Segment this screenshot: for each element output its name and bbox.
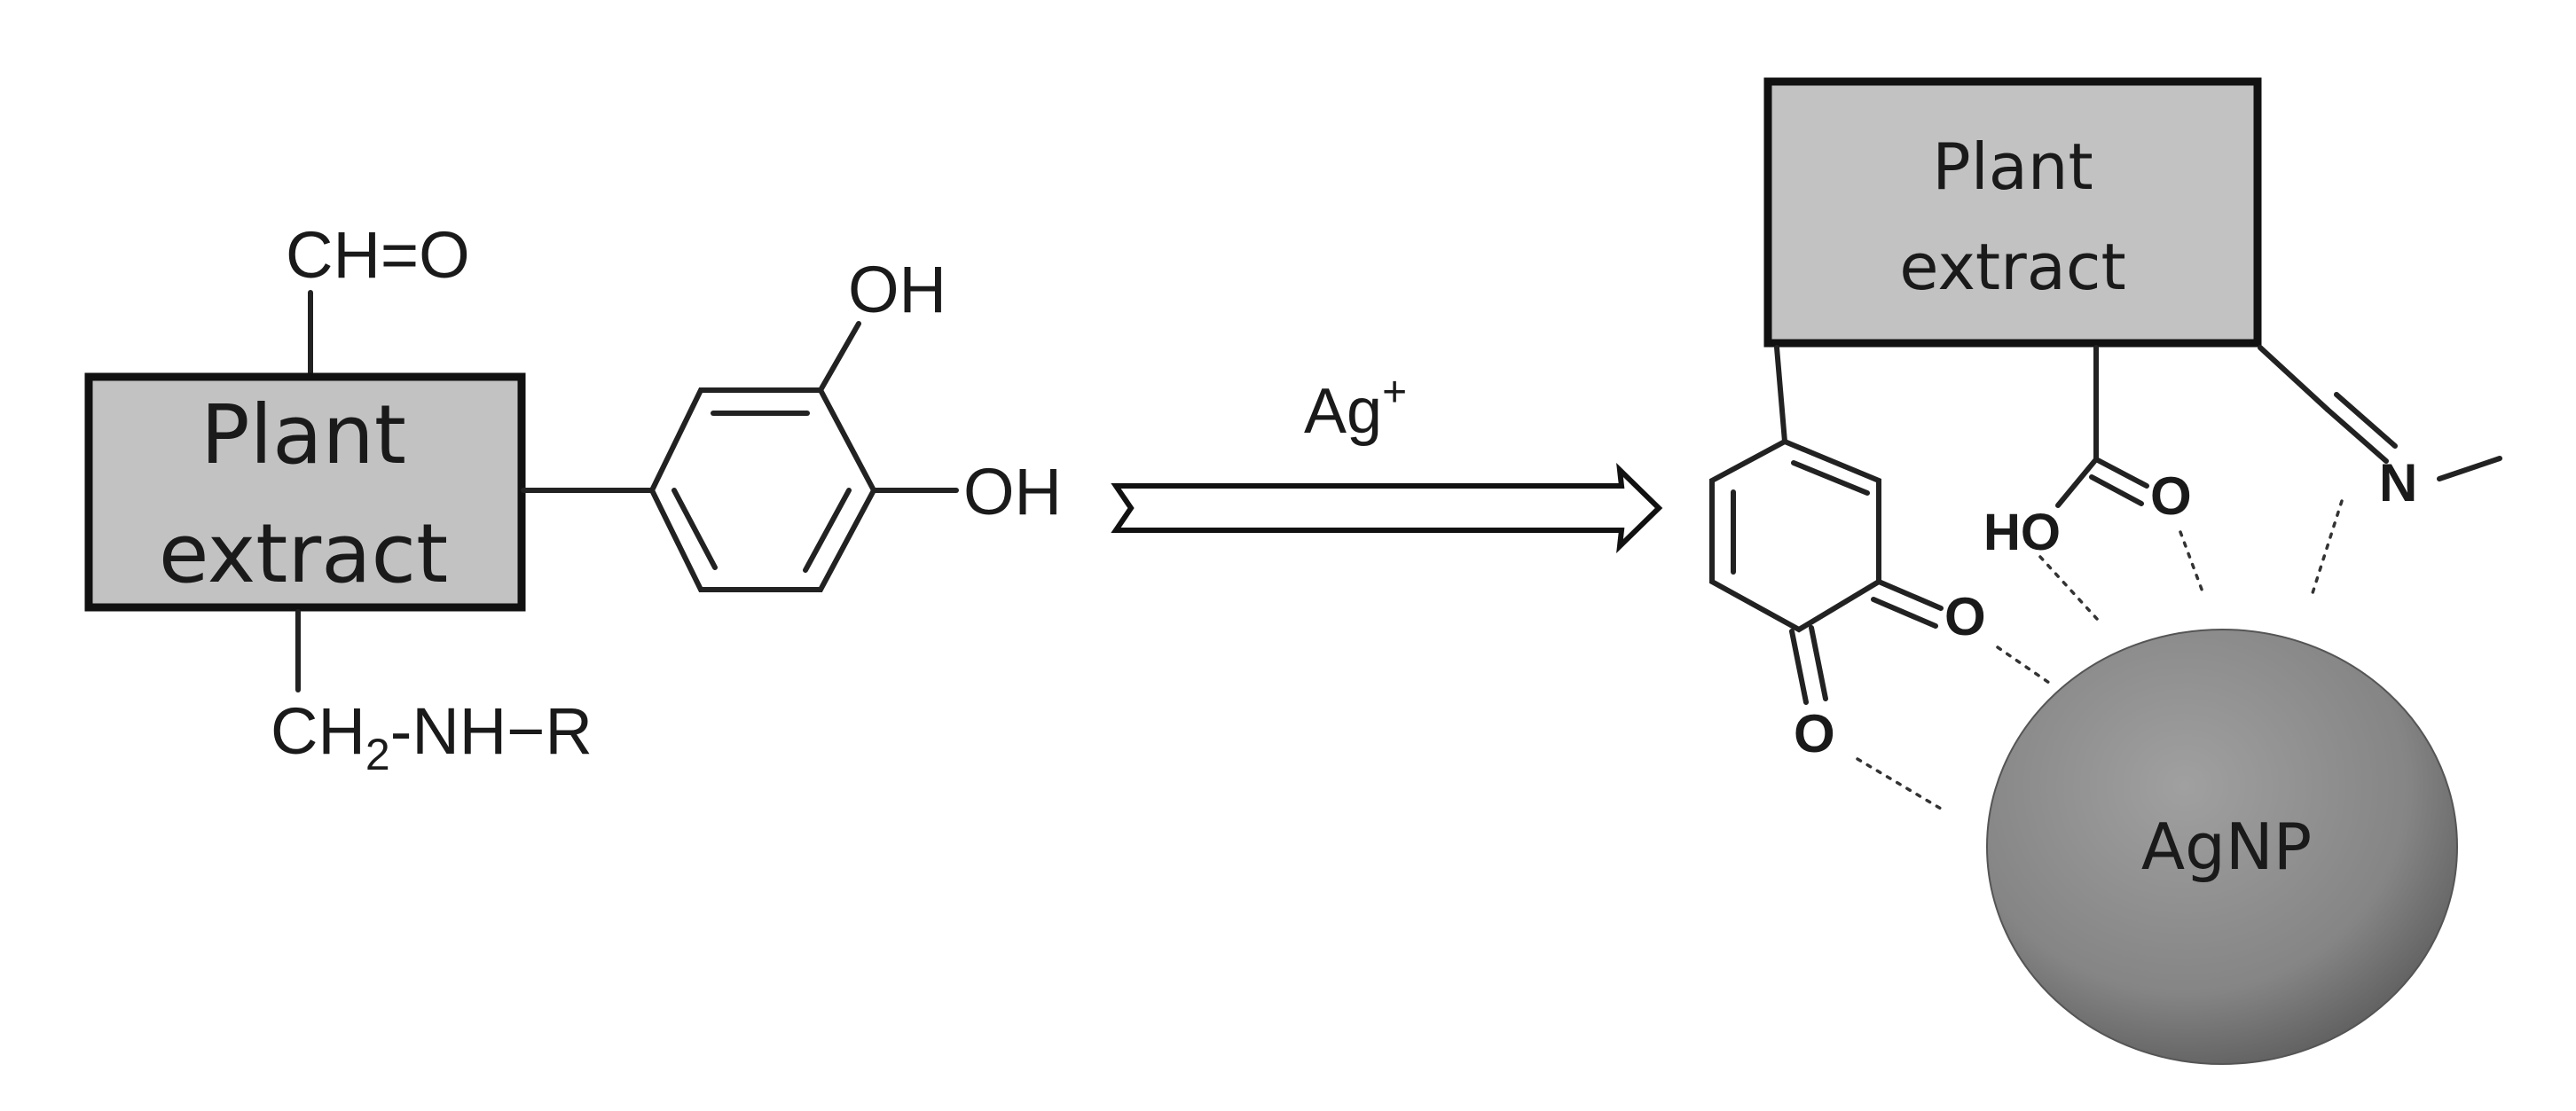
catechol-double-bond-3 (671, 488, 718, 570)
product-plant-extract-box (1763, 77, 2262, 348)
imine-n-label: N (2379, 453, 2417, 512)
catechol-double-bond-2 (803, 488, 852, 573)
interaction-hash-quinone-lower (1856, 757, 1943, 810)
oh-top-label: OH (848, 253, 946, 326)
interaction-hash-quinone-upper (1996, 645, 2051, 685)
carboxyl-c-o-bond (2055, 457, 2099, 508)
double-arrow-outline (1111, 462, 1663, 554)
product-molecule: Plant extract O O O HO N A (1709, 77, 2502, 1065)
reagent-charge: + (1382, 369, 1407, 416)
carboxyl-o-label: O (2150, 466, 2192, 526)
carboxyl-double-a (2093, 457, 2149, 489)
quinone-carbonyl-upper-a (1876, 579, 1944, 611)
imine-chain-bond (2258, 345, 2330, 412)
product-box-line2: extract (1899, 230, 2125, 304)
amine-label: CH2-NH−R (271, 694, 593, 779)
amine-ch: CH (271, 694, 365, 768)
quinone-carbonyl-lower-a (1789, 629, 1809, 705)
interaction-hash-hydroxyl (2038, 555, 2099, 621)
quinone-o-upper: O (1944, 587, 1986, 646)
imine-double-a (2325, 407, 2389, 464)
quinone-double-bond-1 (1791, 460, 1870, 496)
reagent-ag: Ag (1304, 376, 1382, 447)
product-box-line1: Plant (1932, 129, 2093, 204)
oh-top-bond (818, 321, 861, 393)
reactant-box-line1: Plant (200, 387, 406, 482)
catechol-ring (648, 387, 877, 592)
quinone-carbonyl-upper-b (1871, 597, 1938, 629)
carboxyl-double-b (2089, 474, 2144, 506)
carboxyl-ho-label: HO (1983, 504, 2061, 561)
quinone-o-lower: O (1794, 704, 1835, 763)
aldehyde-label: CH=O (286, 218, 470, 292)
amine-rest: -NH−R (390, 694, 593, 768)
quinone-link-bond (1774, 345, 1787, 444)
reactant-box-line2: extract (159, 506, 448, 601)
amine-subscript: 2 (365, 730, 390, 779)
oh-bottom-label: OH (963, 455, 1062, 528)
reaction-arrow: Ag+ (1111, 369, 1663, 554)
imine-n-methyl-bond (2437, 456, 2502, 481)
imine-double-b (2334, 392, 2398, 449)
silver-nanoparticle (1986, 629, 2458, 1065)
quinone-carbonyl-lower-b (1809, 625, 1828, 701)
interaction-hash-carbonyl (2179, 530, 2205, 596)
quinone-ring (1709, 438, 1881, 633)
reactant-molecule: CH=O Plant extract CH2-NH−R OH OH (84, 218, 1062, 779)
interaction-hash-imine (2310, 499, 2344, 598)
reagent-label: Ag+ (1304, 369, 1407, 447)
nanoparticle-label: AgNP (2141, 810, 2312, 884)
